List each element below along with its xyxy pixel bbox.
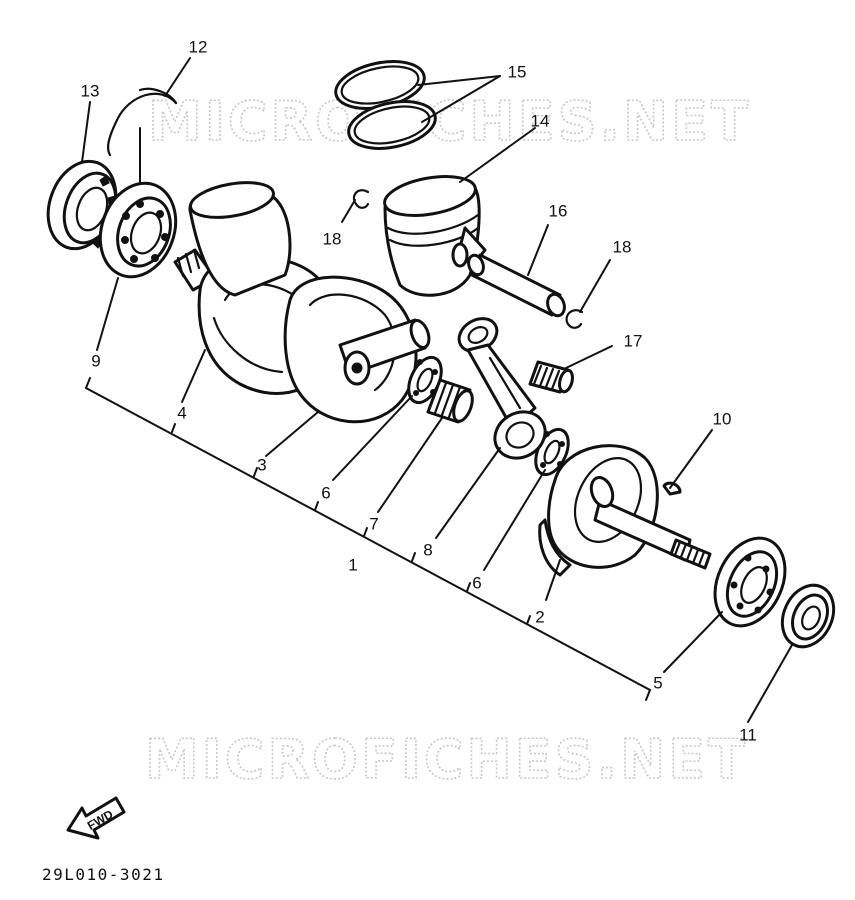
callout-12: 12	[189, 37, 208, 56]
callout-4: 4	[177, 403, 186, 422]
part-18-clip-left	[352, 189, 370, 209]
part-piston-shadow	[188, 181, 292, 297]
callout-18-right: 18	[613, 237, 632, 256]
diagram-code: 29L010-3021	[42, 865, 164, 884]
part-15-piston-rings	[334, 60, 437, 150]
callout-13: 13	[81, 81, 100, 100]
callout-15: 15	[508, 62, 527, 81]
part-17-small-end-bearing	[528, 360, 574, 394]
callout-18-left: 18	[323, 229, 342, 248]
callout-17: 17	[624, 331, 643, 350]
part-8-connecting-rod	[457, 317, 547, 460]
part-11-oil-seal	[780, 583, 836, 649]
part-5-bearing	[713, 536, 787, 628]
callout-2: 2	[535, 607, 544, 626]
part-18-clip-right	[565, 309, 584, 329]
watermark-top: MICROFICHES.NET	[148, 90, 751, 153]
watermark-bottom: MICROFICHES.NET	[145, 728, 748, 791]
callout-6-left: 6	[321, 483, 330, 502]
leader-lines	[81, 57, 793, 723]
assembly-bracket	[84, 377, 652, 701]
callout-9: 9	[91, 351, 100, 370]
callout-16: 16	[549, 201, 568, 220]
part-12-circlip	[107, 87, 178, 157]
part-16-piston-pin	[467, 253, 566, 318]
callout-10: 10	[713, 409, 732, 428]
callout-11: 11	[739, 725, 757, 744]
part-14-piston	[383, 175, 487, 297]
callout-8: 8	[423, 540, 432, 559]
part-10-woodruff-key	[662, 481, 682, 496]
callout-7: 7	[369, 514, 378, 533]
callout-labels: 12 13 15 14 16 18 18 17 9 4 10 3 6 7 8 1…	[81, 37, 757, 744]
part-2-crank-half-right	[538, 444, 712, 577]
callout-14: 14	[531, 111, 550, 130]
part-6-washer-left	[407, 355, 443, 405]
fwd-arrow-icon: FWD	[66, 796, 126, 840]
callout-1: 1	[348, 555, 357, 574]
part-3-crank-half	[283, 275, 431, 424]
callout-5: 5	[653, 673, 662, 692]
callout-3: 3	[257, 455, 266, 474]
part-9-bearing	[98, 181, 178, 279]
callout-6-right: 6	[472, 573, 481, 592]
part-7-big-end-bearing	[426, 378, 474, 424]
